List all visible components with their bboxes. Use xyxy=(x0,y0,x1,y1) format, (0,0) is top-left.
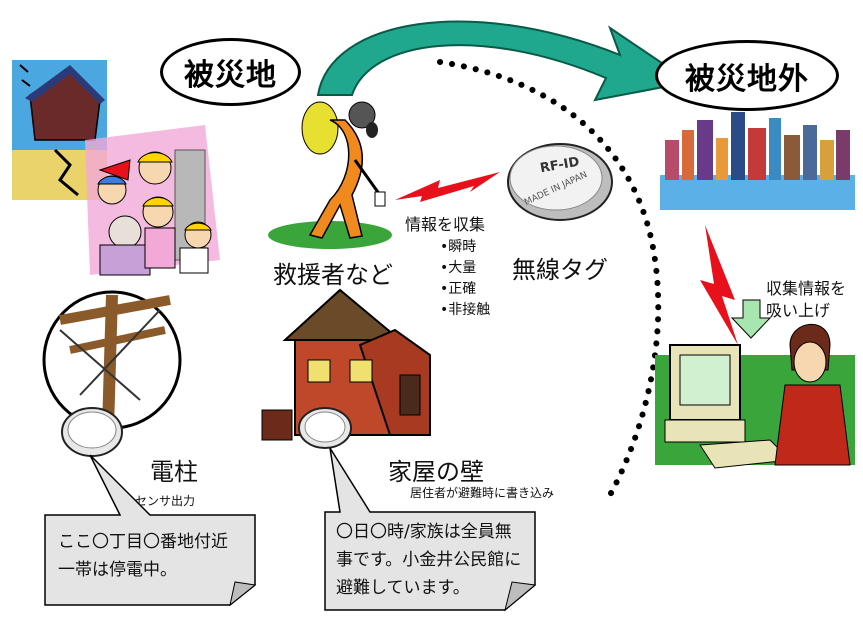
house-note-callout xyxy=(324,447,537,612)
rescuer-illustration xyxy=(268,101,392,249)
outside-area-title: 被災地外 xyxy=(655,40,839,111)
utility-pole-illustration xyxy=(42,290,182,457)
crowd-illustration xyxy=(85,125,220,276)
pole-note-text: ここ〇丁目〇番地付近 一帯は停電中。 xyxy=(58,532,228,580)
computer-operator-illustration xyxy=(655,323,855,469)
feature-item: •正確 xyxy=(440,281,477,297)
lightning-tag xyxy=(395,172,500,202)
feature-item: •非接触 xyxy=(440,302,491,318)
resident-write-label: 居住者が避難時に書き込み xyxy=(410,486,555,500)
transfer-arrow xyxy=(316,20,693,102)
earthquake-illustration xyxy=(12,60,107,200)
download-arrow xyxy=(730,299,772,339)
house-wall-label: 家屋の壁 xyxy=(388,458,484,486)
utility-pole-label: 電柱 xyxy=(150,458,198,486)
house-note-text: 〇日〇時/家族は全員無 事です。小金井公民館に 避難しています。 xyxy=(336,522,522,598)
sensor-output-label: センサ出力 xyxy=(135,494,196,508)
feature-item: •瞬時 xyxy=(440,239,477,255)
house-illustration xyxy=(261,288,431,449)
collect-info-label: 情報を収集 xyxy=(405,215,486,234)
disaster-area-title: 被災地 xyxy=(160,38,301,106)
rfid-tag xyxy=(507,143,613,221)
wireless-tag-label: 無線タグ xyxy=(512,256,608,284)
pole-note-callout xyxy=(44,454,257,607)
absorb-info-label: 収集情報を 吸い上げ xyxy=(766,279,847,320)
city-illustration xyxy=(655,110,855,210)
lightning-city xyxy=(700,225,738,345)
rescuer-label: 救援者など xyxy=(273,261,393,289)
feature-list: •瞬時 •大量 •正確 •非接触 xyxy=(440,237,490,321)
feature-item: •大量 xyxy=(440,260,477,276)
dotted-path xyxy=(437,59,662,498)
